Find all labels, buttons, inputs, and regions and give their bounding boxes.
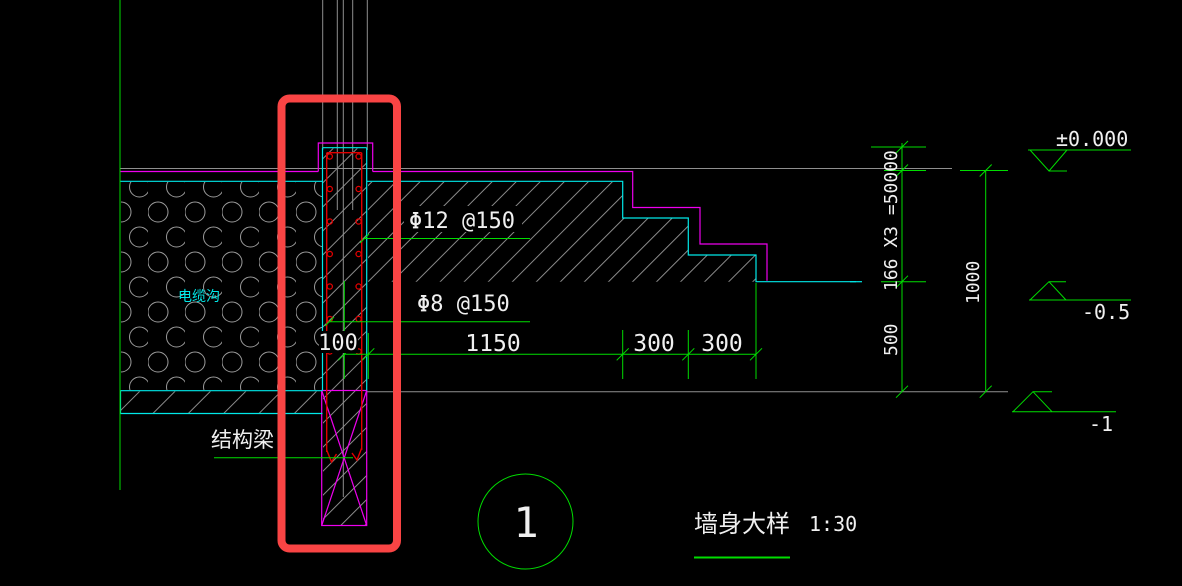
drawing-title: 墙身大样 bbox=[694, 510, 790, 538]
text-layer: Φ12 @150 Φ8 @150 电缆沟 结构梁 100 1150 300 30… bbox=[178, 127, 1130, 547]
dim-1000: 1000 bbox=[963, 261, 984, 304]
rebar-hook-right bbox=[351, 447, 363, 462]
bottom-strip-hatch bbox=[121, 391, 323, 413]
level-symbol-neg-0-5 bbox=[1029, 280, 1131, 301]
rebar-dots bbox=[326, 153, 362, 355]
level-marker-neg-1-text: -1 bbox=[1089, 412, 1113, 436]
rebar-spacing-label-phi8: Φ8 @150 bbox=[417, 292, 510, 317]
rebar-cage bbox=[326, 151, 363, 464]
dim-storey-note: 166 X3 =50000 bbox=[881, 150, 902, 291]
drawing-scale: 1:30 bbox=[809, 512, 857, 536]
level-marker-neg-0-5-text: -0.5 bbox=[1082, 300, 1130, 324]
text-halos bbox=[319, 206, 522, 353]
phi8-leader-tick bbox=[324, 316, 335, 327]
dim-300-right: 300 bbox=[701, 331, 743, 357]
rebar-hook-left bbox=[326, 449, 338, 464]
detail-bubble-circle bbox=[477, 473, 574, 570]
dim-500: 500 bbox=[881, 323, 902, 356]
highlight-box bbox=[277, 94, 401, 553]
dim-ticks bbox=[337, 347, 763, 361]
cable-trench-label: 电缆沟 bbox=[178, 289, 220, 305]
level-symbol-neg-1 bbox=[1012, 390, 1116, 413]
grid-lines bbox=[120, 0, 1008, 497]
wall-upstand-outline bbox=[317, 142, 374, 172]
cable-trench-hatch bbox=[121, 182, 322, 390]
dim-ticks bbox=[979, 164, 993, 399]
level-marker-zero-text: ±0.000 bbox=[1056, 127, 1128, 151]
detail-bubble-number: 1 bbox=[513, 498, 538, 547]
dim-300-left: 300 bbox=[633, 331, 675, 357]
dim-wall-100: 100 bbox=[318, 331, 358, 356]
rebar-spacing-label-phi12: Φ12 @150 bbox=[409, 209, 515, 234]
phi12-leader-tick bbox=[359, 233, 370, 244]
footing-outline-magenta bbox=[372, 170, 768, 281]
dimension-lines bbox=[119, 0, 1008, 490]
level-symbols bbox=[1012, 149, 1131, 413]
dim-1150: 1150 bbox=[465, 331, 520, 357]
footing-outline-cyan bbox=[366, 180, 856, 283]
structural-beam-label: 结构梁 bbox=[211, 428, 274, 452]
level-symbol-zero bbox=[1028, 149, 1131, 172]
dim-ticks bbox=[895, 140, 909, 399]
